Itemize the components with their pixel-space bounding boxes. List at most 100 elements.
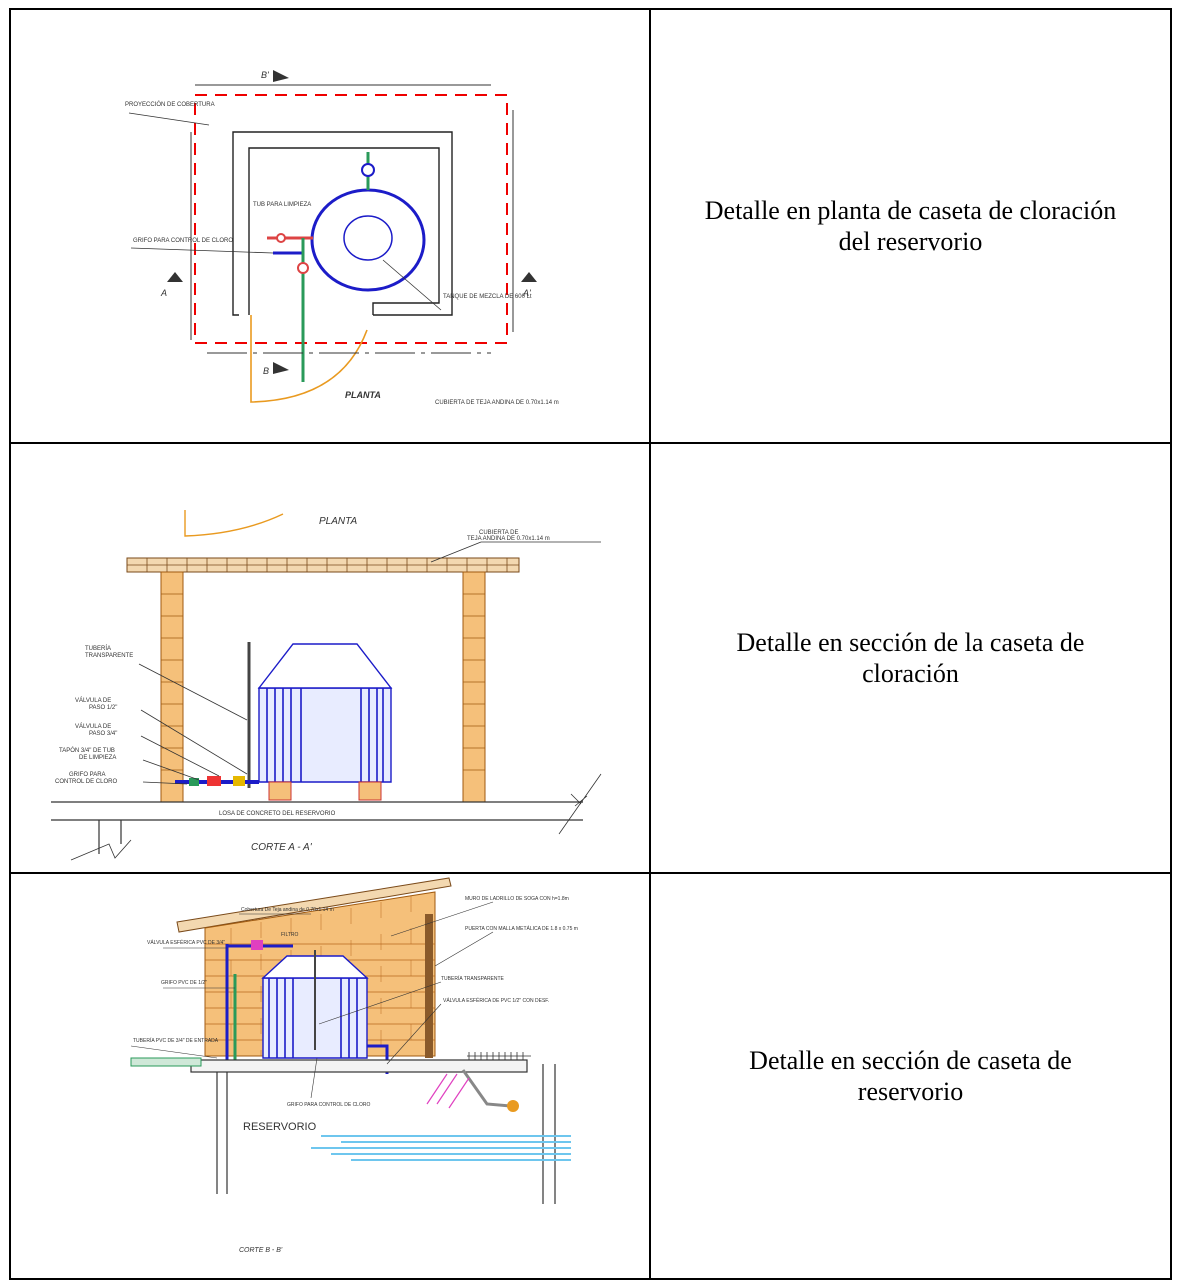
label-muro: MURO DE LADRILLO DE SOGA CON h=1.8m <box>465 896 569 902</box>
section-b-title: CORTE B - B' <box>239 1247 283 1254</box>
label-valvula-12-1: VÁLVULA DE <box>75 697 111 704</box>
tank-top <box>257 643 393 689</box>
label-cut-b-prime: B' <box>261 70 269 80</box>
label-tub-limpieza: TUB PARA LIMPIEZA <box>253 202 311 208</box>
leader-tuberia-pvc <box>130 1045 218 1059</box>
leader-valvula <box>386 1003 442 1065</box>
section-b-drawing: Cobertura De Teja andina de 0.70x1.14 m … <box>130 877 578 1254</box>
valve-top <box>361 163 375 177</box>
leader-tuberia <box>318 981 442 1025</box>
label-grifo: GRIFO PARA CONTROL DE CLORO <box>133 238 233 244</box>
leader-proyeccion <box>128 112 210 126</box>
label-cubierta-1: CUBIERTA DE <box>479 530 518 536</box>
section-a-title: CORTE A - A' <box>251 842 313 853</box>
tank-support-left <box>268 781 292 801</box>
reservoir-walls <box>216 1064 556 1204</box>
section-b-marker-bottom <box>273 362 289 374</box>
leader-muro <box>390 901 494 937</box>
label-cut-a-prime: A' <box>522 288 531 298</box>
inlet-lawn <box>130 1057 202 1067</box>
valve-green <box>189 778 199 786</box>
label-cut-a: A <box>160 288 167 298</box>
caption-cell-section-a: Detalle en sección de la caseta de clora… <box>649 442 1172 874</box>
tank-outer <box>310 188 426 292</box>
figure-table: PROYECCIÓN DE COBERTURA TUB PARA LIMPIEZ… <box>9 8 1172 1280</box>
label-tuberia-pvc: TUBERÍA PVC DE 3/4" DE ENTRADA <box>133 1037 219 1044</box>
valve-down <box>297 262 309 274</box>
inner-wall <box>248 147 440 315</box>
base-slab <box>190 1059 528 1073</box>
label-grifo-2: CONTROL DE CLORO <box>55 779 117 785</box>
plan-drawing: PROYECCIÓN DE COBERTURA TUB PARA LIMPIEZ… <box>125 70 559 406</box>
drain-pipe <box>461 1069 512 1108</box>
door-fragment <box>184 510 284 537</box>
label-tapon-2: DE LIMPIEZA <box>79 755 116 761</box>
valve-yellow <box>233 776 245 786</box>
figure-cell-section-a: PLANTA <box>9 442 651 874</box>
table-row: Cobertura De Teja andina de 0.70x1.14 m … <box>9 872 1172 1280</box>
tank-inner <box>343 215 393 261</box>
caption-line: Detalle en sección de la caseta de <box>736 628 1085 657</box>
section-a-top-title: PLANTA <box>319 516 357 527</box>
section-b-marker <box>273 70 289 82</box>
label-cubierta-2: TEJA ANDINA DE 0.70x1.14 m <box>467 536 550 542</box>
ground-slab <box>51 801 583 854</box>
label-valvula-esf: VÁLVULA ESFÉRICA DE PVC 1/2" CON DESF. <box>443 997 549 1004</box>
plan-title: PLANTA <box>345 390 381 400</box>
tank-body <box>258 687 392 783</box>
caption-line: Detalle en planta de caseta de cloración <box>704 196 1117 225</box>
table-row: PLANTA <box>9 442 1172 874</box>
break-marks <box>426 1073 470 1109</box>
leader-tapon <box>142 759 200 781</box>
label-tuberia: TUBERÍA TRANSPARENTE <box>441 975 505 982</box>
brick-column-right <box>462 571 486 803</box>
caption-cell-section-b: Detalle en sección de caseta de reservor… <box>649 872 1172 1280</box>
roof-tile-lines <box>127 558 519 572</box>
water-lines <box>311 1135 571 1161</box>
leader-grifo <box>142 781 188 785</box>
label-puerta: PUERTA CON MALLA METÁLICA DE 1.8 x 0.75 … <box>465 925 578 932</box>
tank-ribs <box>266 688 384 782</box>
leader-puerta <box>434 931 494 967</box>
leader-valvula-34 <box>140 735 220 777</box>
tank-ribs <box>268 978 358 1058</box>
label-filtro: FILTRO <box>281 932 299 938</box>
label-cubierta: CUBIERTA DE TEJA ANDINA DE 0.70x1.14 m <box>435 400 559 406</box>
valve-red <box>207 776 221 786</box>
sloped-roof <box>176 877 452 933</box>
label-grifo-1: GRIFO PARA <box>69 772 106 778</box>
label-tapon-1: TAPÓN 3/4" DE TUB <box>59 747 115 754</box>
label-tuberia-1: TUBERÍA <box>85 645 111 652</box>
filter-mark <box>251 940 263 950</box>
caption-line: reservorio <box>857 1077 964 1106</box>
leader-tuberia <box>138 663 248 721</box>
caption-line: cloración <box>862 659 959 688</box>
leader-valvula-12 <box>140 709 248 775</box>
label-valvula-34-1: VÁLVULA DE <box>75 723 111 730</box>
caption-line: del reservorio <box>838 227 983 256</box>
label-tanque: TANQUE DE MEZCLA DE 600 Lt <box>443 294 532 300</box>
label-reservorio: RESERVORIO <box>243 1121 317 1133</box>
leader-grifo <box>130 247 274 254</box>
tank-support-right <box>358 781 382 801</box>
section-a-marker <box>167 272 183 282</box>
label-valvula-12-2: PASO 1/2" <box>89 705 117 711</box>
valve-cleaning <box>276 233 286 243</box>
label-proyeccion: PROYECCIÓN DE COBERTURA <box>125 101 215 108</box>
caption-line: Detalle en sección de caseta de <box>749 1046 1072 1075</box>
drain-valve <box>507 1100 519 1112</box>
label-grifo-pvc: GRIFO PVC DE 1/2" <box>161 980 207 986</box>
table-row: PROYECCIÓN DE COBERTURA TUB PARA LIMPIEZ… <box>9 8 1172 444</box>
figure-cell-section-b: Cobertura De Teja andina de 0.70x1.14 m … <box>9 872 651 1280</box>
leader-grifo-control <box>310 1057 318 1099</box>
label-valvula-esf2: VÁLVULA ESFÉRICA PVC DE 3/4" <box>147 939 225 946</box>
leader-tanque <box>382 259 442 311</box>
section-a-marker-right <box>521 272 537 282</box>
break-line-right <box>558 773 602 835</box>
section-a-drawing: PLANTA <box>51 510 602 861</box>
leader-cubierta <box>430 541 482 563</box>
label-valvula-34-2: PASO 3/4" <box>89 731 117 737</box>
label-tuberia-2: TRANSPARENTE <box>85 653 133 659</box>
figure-cell-plan: PROYECCIÓN DE COBERTURA TUB PARA LIMPIEZ… <box>9 8 651 444</box>
caption-cell-plan: Detalle en planta de caseta de cloración… <box>649 8 1172 444</box>
